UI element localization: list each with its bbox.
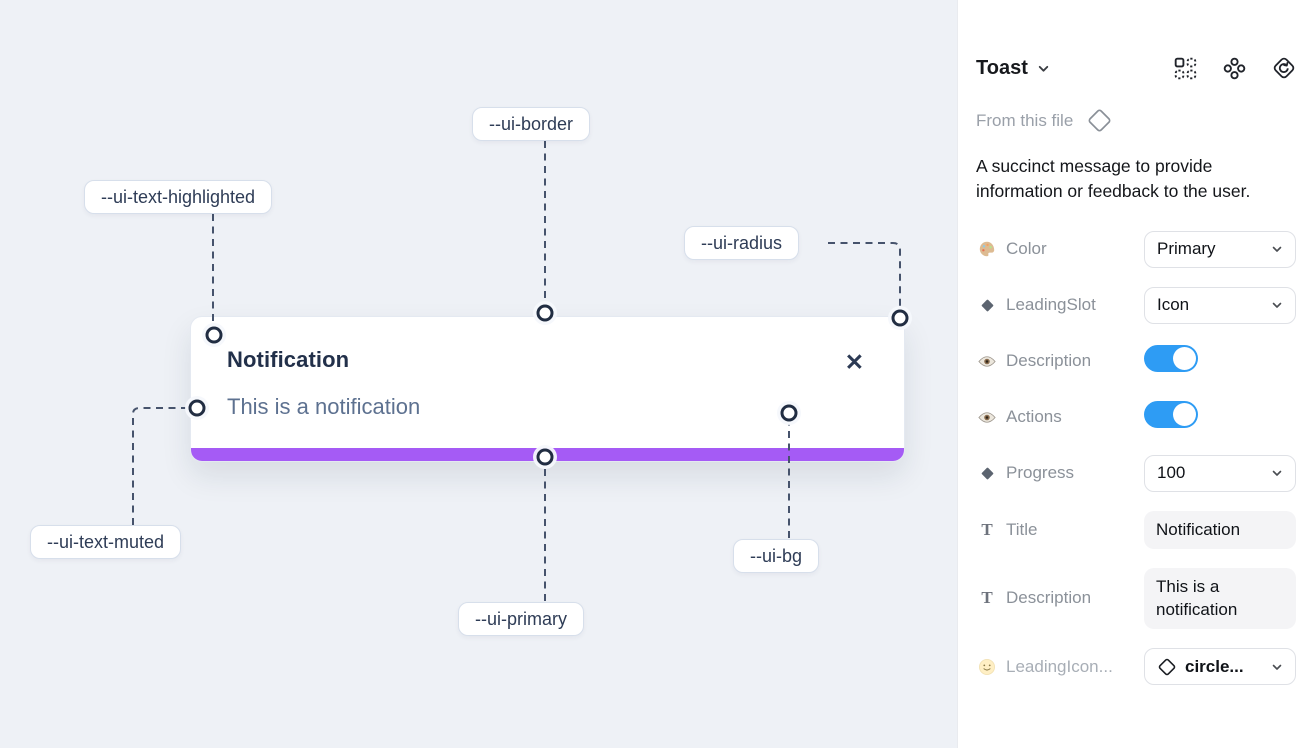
token-pill-ui-primary[interactable]: --ui-primary xyxy=(458,602,584,636)
prop-row-leadingslot: LeadingSlot Icon xyxy=(976,286,1296,324)
diamond-outline-icon xyxy=(1158,658,1176,675)
prop-row-description-text: T Description This is a notification xyxy=(976,567,1296,630)
source-label: From this file xyxy=(976,110,1074,130)
prop-label-description: Description xyxy=(976,351,1144,371)
component-selector[interactable]: Toast xyxy=(976,57,1050,80)
anchor-dot-text-highlighted[interactable] xyxy=(205,326,223,344)
chevron-down-icon xyxy=(1272,246,1282,253)
prop-row-title: T Title Notification xyxy=(976,510,1296,549)
toast-description: This is a notification xyxy=(227,394,421,419)
token-pill-ui-bg[interactable]: --ui-bg xyxy=(733,539,820,573)
prop-label-leadingicon: LeadingIcon... xyxy=(976,657,1144,677)
title-field[interactable]: Notification xyxy=(1144,510,1296,549)
instance-grid-icon[interactable] xyxy=(1174,57,1197,80)
prop-row-progress: Progress 100 xyxy=(976,454,1296,492)
toast-title: Notification xyxy=(227,347,350,372)
prop-row-actions-toggle: Actions xyxy=(976,399,1296,436)
prop-row-description-toggle: Description xyxy=(976,343,1296,380)
token-pill-ui-border[interactable]: --ui-border xyxy=(472,107,591,141)
prop-label-title: T Title xyxy=(976,520,1144,540)
anchor-dot-border[interactable] xyxy=(536,304,554,322)
source-row: From this file xyxy=(976,107,1296,134)
description-toggle[interactable] xyxy=(1144,345,1198,373)
prop-row-color: Color Primary xyxy=(976,230,1296,268)
header-icon-group xyxy=(1174,56,1296,80)
token-pill-ui-text-highlighted[interactable]: --ui-text-highlighted xyxy=(84,180,273,214)
connector-radius xyxy=(828,242,901,307)
actions-toggle[interactable] xyxy=(1144,401,1198,429)
chevron-down-icon xyxy=(1272,664,1282,670)
property-list: Color Primary LeadingSlot Icon xyxy=(976,230,1296,686)
component-dots-icon[interactable] xyxy=(1223,57,1246,80)
palette-icon xyxy=(976,240,998,258)
prop-row-leadingicon: LeadingIcon... circle... xyxy=(976,648,1296,686)
anchor-dot-bg[interactable] xyxy=(780,404,798,422)
chevron-down-icon xyxy=(1272,470,1282,477)
design-canvas[interactable]: Notification This is a notification ✕ --… xyxy=(0,0,957,748)
prop-label-actions: Actions xyxy=(976,407,1144,427)
anchor-dot-primary[interactable] xyxy=(536,448,554,466)
diamond-outline-icon xyxy=(1088,109,1111,132)
diamond-swap-icon[interactable] xyxy=(1272,56,1296,80)
anchor-dot-radius[interactable] xyxy=(891,309,909,327)
token-pill-ui-text-muted[interactable]: --ui-text-muted xyxy=(30,525,182,559)
toggle-knob xyxy=(1173,403,1196,427)
color-select[interactable]: Primary xyxy=(1144,230,1296,268)
description-field[interactable]: This is a notification xyxy=(1144,567,1296,630)
anchor-dot-text-muted[interactable] xyxy=(188,399,206,417)
eye-icon xyxy=(976,355,998,368)
chevron-down-icon xyxy=(1038,65,1049,72)
connector-text-muted xyxy=(132,407,186,525)
prop-label-progress: Progress xyxy=(976,463,1144,483)
toggle-knob xyxy=(1173,347,1196,371)
prop-label-color: Color xyxy=(976,239,1144,259)
text-icon: T xyxy=(981,588,993,608)
panel-header: Toast xyxy=(976,56,1296,80)
token-pill-ui-radius[interactable]: --ui-radius xyxy=(684,226,800,260)
text-icon: T xyxy=(981,519,993,539)
smiley-icon xyxy=(976,658,998,676)
diamond-icon xyxy=(976,298,998,313)
leadingicon-select[interactable]: circle... xyxy=(1144,648,1296,686)
diamond-icon xyxy=(976,466,998,481)
prop-label-leadingslot: LeadingSlot xyxy=(976,295,1144,315)
progress-select[interactable]: 100 xyxy=(1144,454,1296,492)
toast-component-preview[interactable]: Notification This is a notification ✕ xyxy=(190,316,905,462)
eye-icon xyxy=(976,411,998,424)
component-description: A succinct message to provide informatio… xyxy=(976,156,1251,202)
component-name: Toast xyxy=(976,56,1028,79)
leadingslot-select[interactable]: Icon xyxy=(1144,286,1296,324)
close-icon[interactable]: ✕ xyxy=(844,349,864,375)
prop-label-description-text: T Description xyxy=(976,588,1144,608)
chevron-down-icon xyxy=(1272,302,1282,309)
properties-panel: Toast xyxy=(957,0,1312,748)
